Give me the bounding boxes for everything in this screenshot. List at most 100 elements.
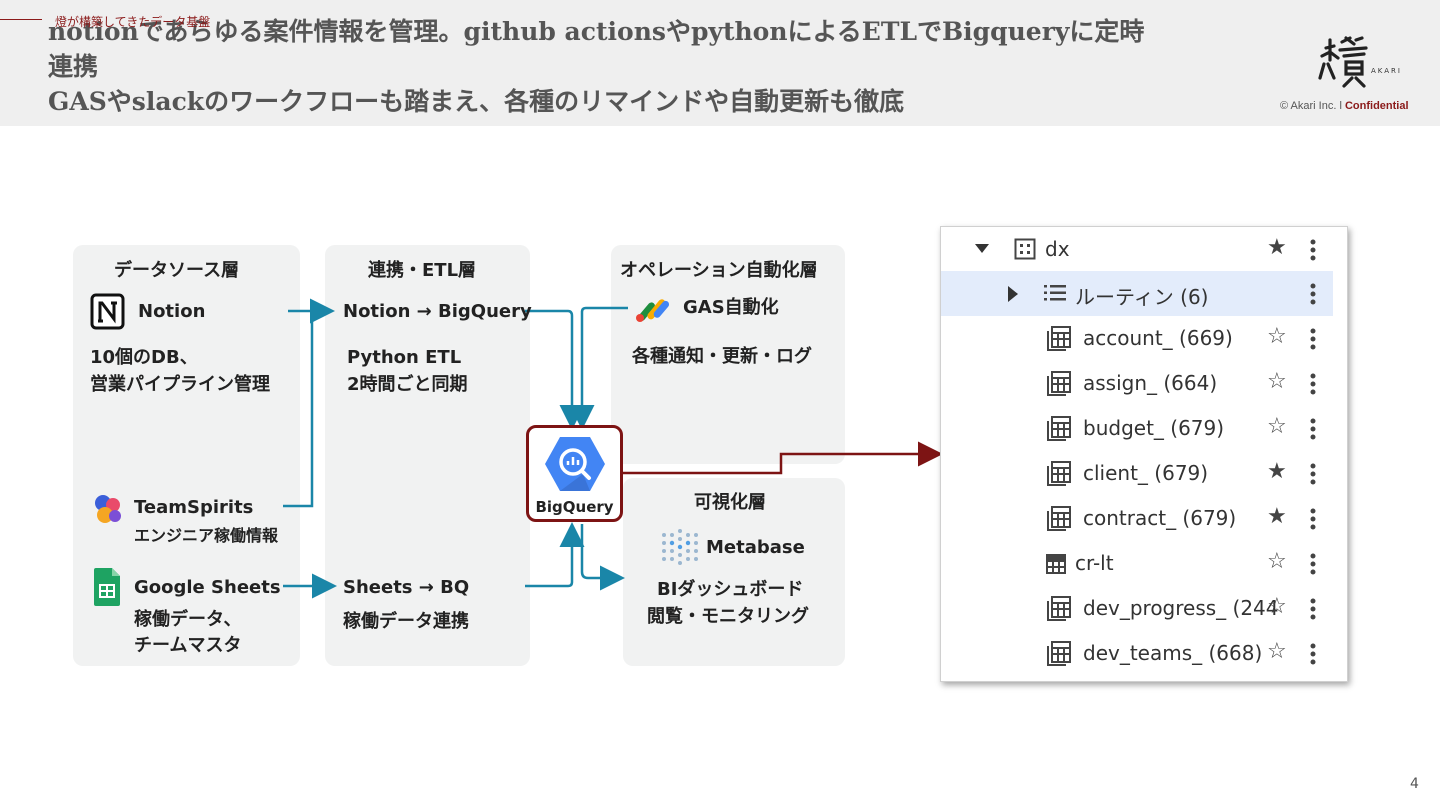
star-outline-icon[interactable]: ☆ — [1267, 594, 1287, 619]
arrow-gas-to-bq — [569, 306, 628, 430]
etl-layer-title: 連携・ETL層 — [368, 260, 477, 281]
confidential-label: Confidential — [1344, 100, 1409, 112]
routine-row[interactable]: ルーティン (6) — [941, 271, 1333, 316]
dataset-row[interactable]: dx ★ — [941, 227, 1333, 272]
section-label: 燈が構築してきたデータ基盤 — [55, 15, 211, 29]
etl-flow-sheets-desc: 稼働データ連携 — [343, 611, 469, 632]
dataset-icon — [1014, 238, 1036, 260]
sheets-label: Google Sheets — [134, 577, 281, 598]
more-options-icon[interactable] — [1310, 239, 1316, 261]
bigquery-label: BigQuery — [535, 498, 614, 516]
more-options-icon[interactable] — [1310, 283, 1316, 305]
dataset-name: dx — [1045, 237, 1070, 261]
etl-flow-sheets: Sheets → BQ — [343, 577, 470, 598]
viz-layer-title: 可視化層 — [694, 492, 766, 513]
metabase-icon — [660, 527, 700, 571]
arrow-sheets-etl-to-bq — [525, 522, 585, 588]
table-row[interactable]: contract_ (679) ★ — [941, 496, 1333, 541]
more-options-icon[interactable] — [1310, 598, 1316, 620]
notion-desc-2: 営業パイプライン管理 — [90, 374, 270, 395]
bigquery-node: BigQuery — [526, 425, 623, 522]
star-outline-icon[interactable]: ☆ — [1267, 414, 1287, 439]
slide-title: notionであらゆる案件情報を管理。github actionsやpython… — [48, 14, 1238, 119]
table-row[interactable]: dev_progress_ (244☆ — [941, 586, 1333, 631]
star-filled-icon[interactable]: ★ — [1267, 504, 1287, 529]
viz-layer-panel — [623, 478, 845, 666]
table-name: account_ (669) — [1083, 326, 1233, 350]
arrow-etl-to-bq — [525, 309, 585, 430]
google-sheets-icon — [92, 567, 122, 611]
copyright: © Akari Inc. l Confidential — [1280, 100, 1409, 112]
more-options-icon[interactable] — [1310, 328, 1316, 350]
ops-layer-title: オペレーション自動化層 — [620, 260, 818, 281]
table-name: dev_teams_ (668) — [1083, 641, 1263, 665]
section-divider-line — [0, 19, 42, 20]
more-options-icon[interactable] — [1310, 418, 1316, 440]
apps-script-icon — [633, 292, 671, 328]
page-number: 4 — [1410, 776, 1419, 792]
teamspirits-label: TeamSpirits — [134, 497, 254, 518]
table-icon — [1047, 371, 1071, 396]
star-outline-icon[interactable]: ☆ — [1267, 324, 1287, 349]
expand-caret-icon[interactable] — [1008, 286, 1018, 302]
table-name: budget_ (679) — [1083, 416, 1225, 440]
title-line-3: GASやslackのワークフローも踏まえ、各種のリマインドや自動更新も徹底 — [48, 87, 905, 116]
star-filled-icon[interactable]: ★ — [1267, 459, 1287, 484]
ops-desc: 各種通知・更新・ログ — [632, 346, 812, 367]
title-line-2: 連携 — [48, 52, 99, 81]
star-outline-icon[interactable]: ☆ — [1267, 639, 1287, 664]
ops-layer-panel — [611, 245, 845, 464]
copyright-prefix: © Akari Inc. l — [1280, 100, 1345, 112]
view-icon — [1046, 554, 1066, 574]
logo-subtext: AKARI — [1371, 67, 1402, 75]
gas-label: GAS自動化 — [683, 297, 779, 318]
bigquery-explorer-panel: dx ★ ルーティン (6) account_ (669)☆assign_ (6… — [940, 226, 1348, 682]
table-row[interactable]: dev_teams_ (668)☆ — [941, 631, 1333, 676]
arrow-bq-to-explorer — [623, 441, 943, 475]
table-icon — [1047, 596, 1071, 621]
routine-label: ルーティン (6) — [1075, 285, 1209, 309]
bigquery-icon — [545, 437, 605, 491]
slide-header — [0, 0, 1440, 126]
table-row[interactable]: assign_ (664) ☆ — [941, 361, 1333, 406]
routine-list-icon — [1044, 285, 1066, 301]
table-row[interactable]: account_ (669) ☆ — [941, 316, 1333, 361]
sheets-desc-1: 稼働データ、 — [134, 609, 242, 630]
viz-desc-2: 閲覧・モニタリング — [647, 606, 809, 627]
table-name: cr-lt — [1075, 551, 1114, 575]
table-icon — [1047, 326, 1071, 351]
notion-icon — [90, 293, 126, 335]
table-row[interactable]: cr-lt ☆ — [941, 541, 1333, 586]
table-icon — [1047, 461, 1071, 486]
table-row[interactable]: budget_ (679) ☆ — [941, 406, 1333, 451]
table-name: contract_ (679) — [1083, 506, 1237, 530]
star-outline-icon[interactable]: ☆ — [1267, 549, 1287, 574]
collapse-caret-icon[interactable] — [975, 244, 989, 254]
table-icon — [1047, 506, 1071, 531]
source-layer-title: データソース層 — [114, 260, 240, 281]
more-options-icon[interactable] — [1310, 373, 1316, 395]
etl-layer-panel — [325, 245, 530, 666]
title-line-1: notionであらゆる案件情報を管理。github actionsやpython… — [48, 17, 1145, 46]
table-icon — [1047, 641, 1071, 666]
notion-desc-1: 10個のDB、 — [90, 347, 198, 368]
star-outline-icon[interactable]: ☆ — [1267, 369, 1287, 394]
more-options-icon[interactable] — [1310, 463, 1316, 485]
star-filled-icon[interactable]: ★ — [1267, 235, 1287, 260]
notion-label: Notion — [138, 301, 206, 322]
table-name: client_ (679) — [1083, 461, 1209, 485]
viz-desc-1: BIダッシュボード — [657, 579, 804, 600]
arrow-bq-to-metabase — [580, 524, 625, 591]
table-name: dev_progress_ (244 — [1083, 596, 1279, 620]
table-icon — [1047, 416, 1071, 441]
sheets-desc-2: チームマスタ — [134, 635, 242, 656]
etl-flow-notion: Notion → BigQuery — [343, 301, 532, 322]
table-name: assign_ (664) — [1083, 371, 1218, 395]
more-options-icon[interactable] — [1310, 553, 1316, 575]
etl-flow-notion-desc-1: Python ETL — [347, 347, 462, 368]
more-options-icon[interactable] — [1310, 508, 1316, 530]
more-options-icon[interactable] — [1310, 643, 1316, 665]
table-row[interactable]: client_ (679) ★ — [941, 451, 1333, 496]
akari-logo-mark — [1318, 36, 1368, 88]
